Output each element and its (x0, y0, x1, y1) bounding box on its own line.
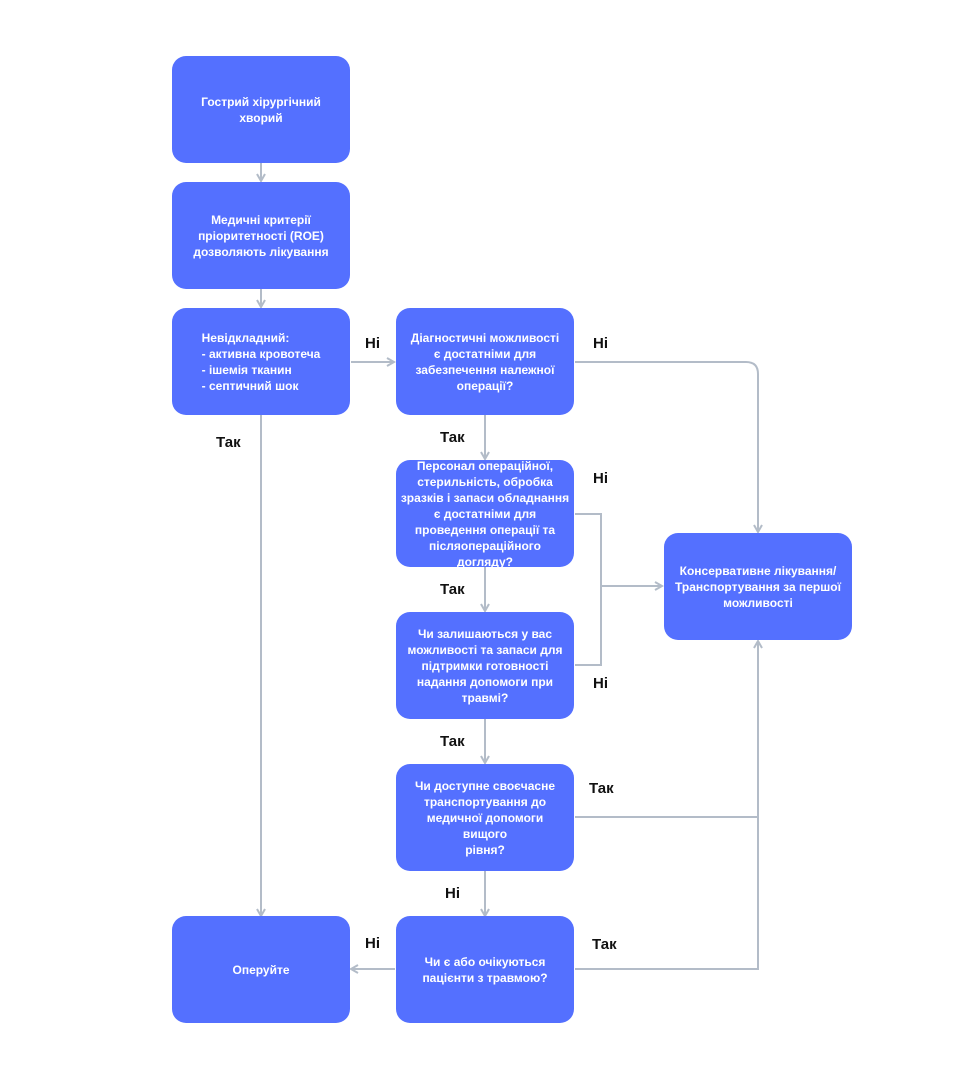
edge-trauma-patients-to-conservative (575, 817, 759, 970)
node-transport-availability: Чи доступне своєчасне транспортування до… (396, 764, 574, 871)
label-urgent-yes: Так (216, 434, 241, 451)
label-trauma-patients-no: Ні (365, 935, 380, 952)
node-staff-sterility: Персонал операційної, стерильність, обро… (396, 459, 574, 569)
label-trauma-capacity-yes: Так (440, 733, 465, 750)
edge-trauma-capacity-to-conservative (575, 586, 602, 666)
label-trauma-patients-yes: Так (592, 936, 617, 953)
label-trauma-capacity-no: Ні (593, 675, 608, 692)
label-urgent-no: Ні (365, 335, 380, 352)
node-conservative-treatment: Консервативне лікування/ Транспортування… (664, 533, 852, 640)
label-transport-no: Ні (445, 885, 460, 902)
node-roe-criteria: Медичні критерії пріоритетності (ROE) до… (172, 182, 350, 289)
edge-diagnostic-to-conservative (575, 361, 758, 532)
edge-staff-to-conservative (575, 513, 662, 586)
node-operate: Оперуйте (172, 916, 350, 1023)
label-transport-yes: Так (589, 780, 614, 797)
label-diagnostic-no: Ні (593, 335, 608, 352)
node-acute-surgical-patient: Гострий хірургічний хворий (172, 56, 350, 163)
label-staff-yes: Так (440, 581, 465, 598)
label-diagnostic-yes: Так (440, 429, 465, 446)
label-staff-no: Ні (593, 470, 608, 487)
node-trauma-readiness: Чи залишаються у вас можливості та запас… (396, 612, 574, 719)
node-trauma-patients: Чи є або очікуються пацієнти з травмою? (396, 916, 574, 1023)
node-urgent: Невідкладний: - активна кровотеча - ішем… (172, 308, 350, 415)
node-diagnostic-capability: Діагностичні можливості є достатніми для… (396, 308, 574, 415)
